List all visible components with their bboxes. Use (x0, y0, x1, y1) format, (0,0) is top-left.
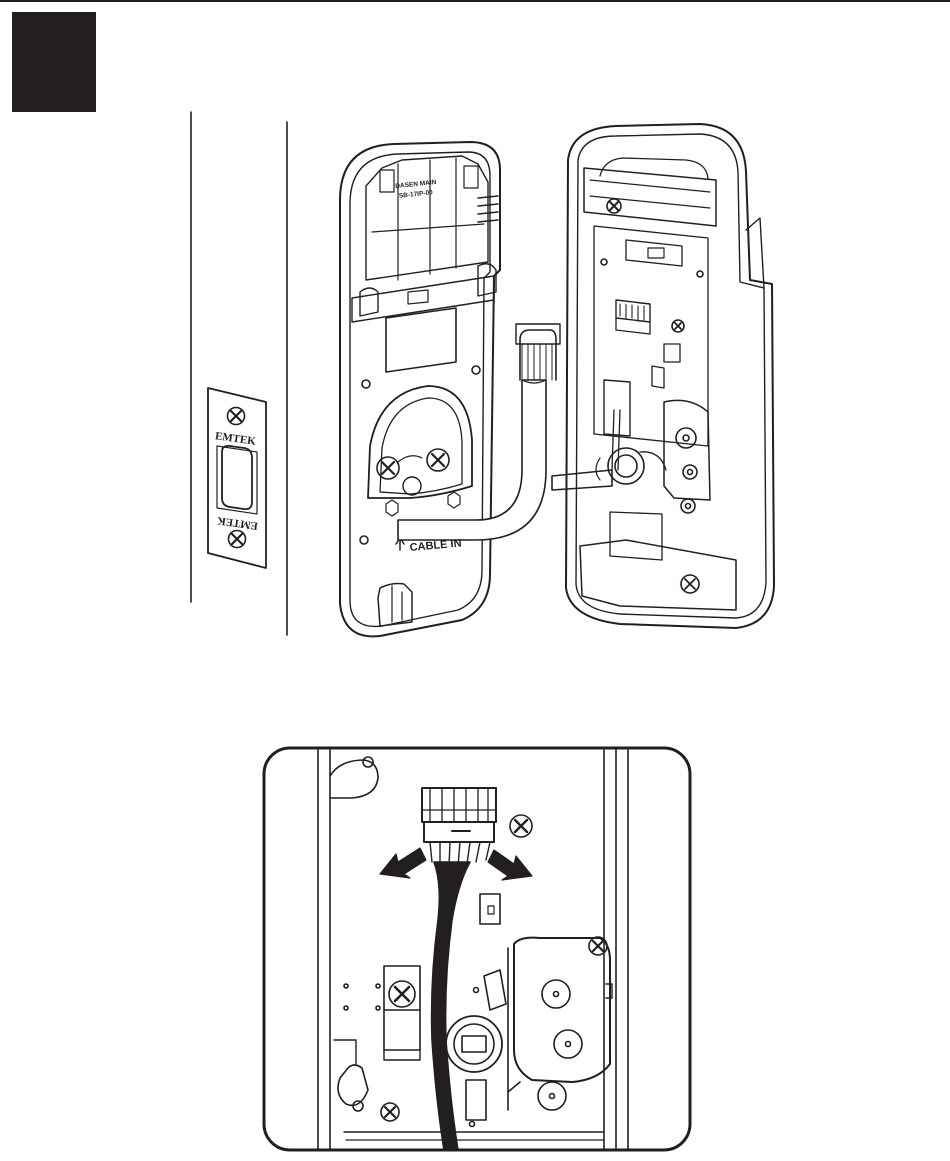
backplate-model-line-2: SB-17IP-00 (399, 189, 434, 200)
squeeze-arrow-right (488, 850, 532, 880)
board-screw (672, 320, 684, 332)
strike-screw-bottom (229, 531, 246, 548)
detail-screw-bottom (381, 1103, 399, 1121)
lock-body-screw-top (607, 199, 621, 213)
strike-brand-top: EMTEK (214, 430, 257, 448)
wire-harness (398, 324, 560, 540)
detail-cable (432, 862, 470, 1150)
strike-plate (208, 388, 266, 568)
detail-callout (264, 748, 690, 1150)
backplate-screw-left (377, 457, 399, 479)
back-plate (340, 142, 500, 636)
detail-spindle-hub (446, 1016, 502, 1072)
strike-brand-bottom: EMTEK (216, 514, 259, 532)
strike-screw-top (228, 408, 245, 425)
detail-screw-left (389, 981, 415, 1007)
detail-connector (422, 788, 496, 866)
squeeze-arrow-left (380, 848, 426, 878)
lock-body (552, 124, 774, 628)
board-connector (616, 300, 650, 334)
detail-screw-top (510, 815, 532, 837)
backplate-screw-right (427, 449, 449, 471)
